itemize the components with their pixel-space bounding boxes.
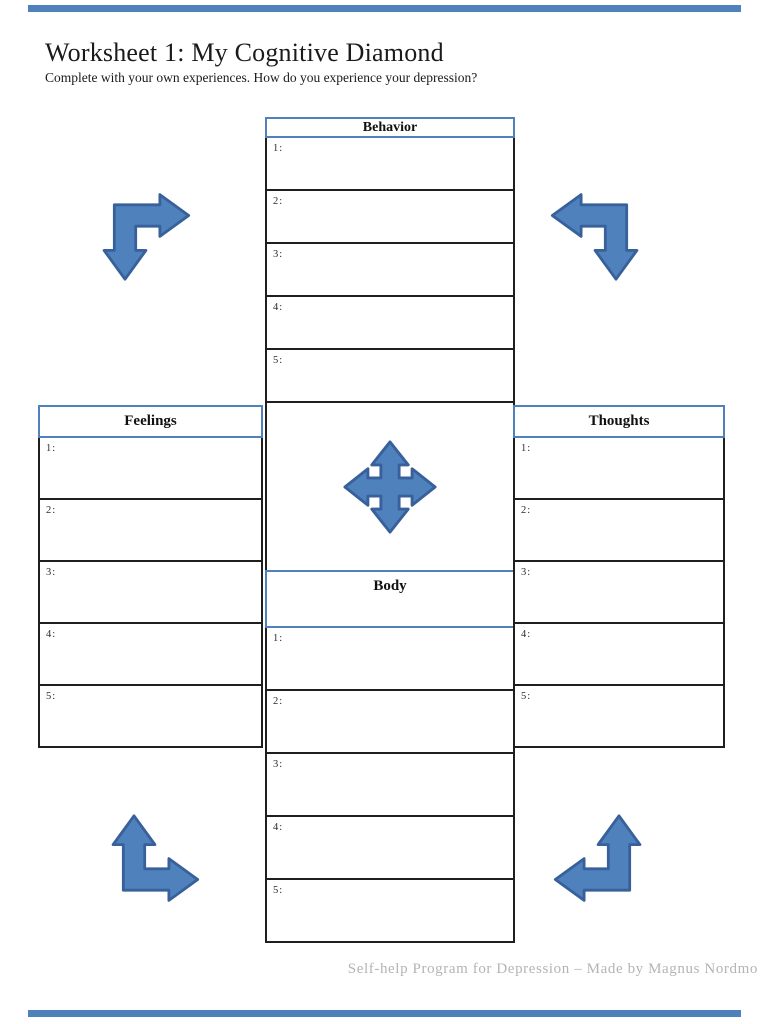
table-row: 3: [515,562,723,624]
table-row: 5: [40,686,261,748]
table-row: 3: [267,754,513,817]
row-label: 4: [273,302,284,313]
bottom-divider-bar [28,1010,741,1017]
row-label: 1: [273,633,284,644]
four-way-arrow-icon [343,439,437,534]
thoughts-table-header: Thoughts [513,405,725,438]
table-row: 5: [267,880,513,943]
table-row: 3: [267,244,513,297]
thoughts-table: 1: 2: 3: 4: 5: [513,438,725,748]
elbow-arrow-left-down-icon [550,193,639,281]
table-row: 1: [267,138,513,191]
row-label: 5: [273,355,284,366]
table-row: 5: [515,686,723,748]
row-label: 1: [273,143,284,154]
row-label: 3: [273,249,284,260]
body-table-header: Body [265,570,515,628]
top-divider-bar [28,5,741,12]
table-row: 5: [267,350,513,403]
row-label: 2: [521,505,532,516]
table-row: 4: [267,817,513,880]
table-row: 1: [40,438,261,500]
behavior-table-header: Behavior [265,117,515,138]
table-row: 2: [267,691,513,754]
table-row: 1: [515,438,723,500]
table-row: 1: [267,628,513,691]
table-row: 4: [40,624,261,686]
footer-credit: Self-help Program for Depression – Made … [347,961,758,977]
feelings-table: 1: 2: 3: 4: 5: [38,438,263,748]
page-subtitle: Complete with your own experiences. How … [45,70,478,85]
row-label: 2: [46,505,57,516]
body-table: 1: 2: 3: 4: 5: [265,628,515,943]
elbow-arrow-up-right-icon [111,814,200,902]
row-label: 5: [521,691,532,702]
elbow-arrow-right-down-icon [102,193,191,281]
table-row: 3: [40,562,261,624]
row-label: 4: [46,629,57,640]
row-label: 1: [521,443,532,454]
table-row: 2: [267,191,513,244]
table-row: 4: [267,297,513,350]
feelings-table-header: Feelings [38,405,263,438]
row-label: 4: [273,822,284,833]
row-label: 4: [521,629,532,640]
elbow-arrow-up-left-icon [553,814,642,902]
table-row: 2: [515,500,723,562]
row-label: 3: [273,759,284,770]
row-label: 1: [46,443,57,454]
behavior-table: 1: 2: 3: 4: 5: [265,138,515,403]
row-label: 5: [46,691,57,702]
page-title: Worksheet 1: My Cognitive Diamond [45,38,444,67]
table-row: 4: [515,624,723,686]
row-label: 3: [46,567,57,578]
table-row: 2: [40,500,261,562]
row-label: 2: [273,696,284,707]
center-arrow-cell [265,403,515,570]
row-label: 3: [521,567,532,578]
row-label: 5: [273,885,284,896]
row-label: 2: [273,196,284,207]
